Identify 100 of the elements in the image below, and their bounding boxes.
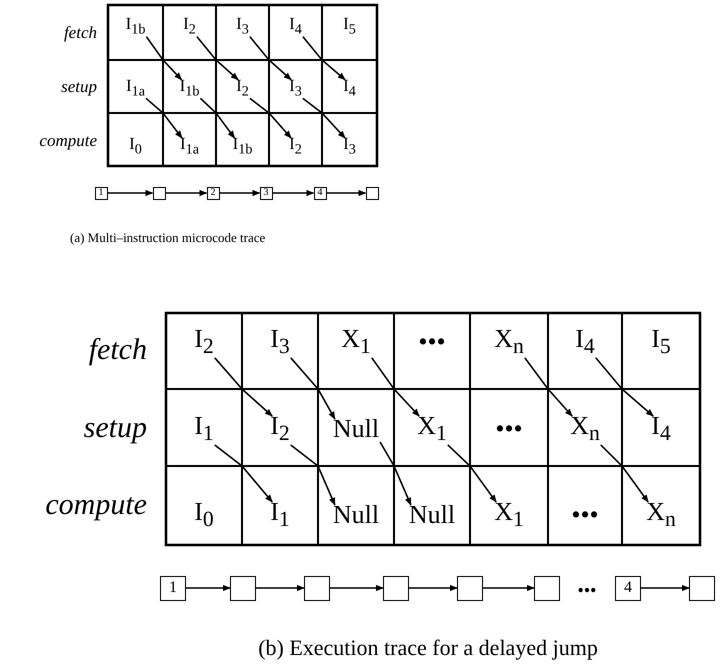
table-cell — [269, 60, 322, 113]
table-cell — [216, 113, 269, 166]
table-cell — [108, 113, 163, 166]
cell-text: ••• — [495, 416, 523, 442]
arrow — [186, 584, 231, 592]
arrow — [200, 98, 236, 139]
cell-text: I$_{0}$ — [129, 135, 142, 157]
table-cell — [394, 466, 470, 545]
table-cell — [394, 389, 470, 466]
cell-text: X$_{1}$ — [417, 413, 447, 445]
cell-text: Null — [408, 502, 456, 528]
table-cell — [548, 466, 622, 545]
table-cell — [548, 313, 622, 389]
table-cell — [470, 466, 548, 545]
cell-text: X$_{n}$ — [646, 499, 676, 531]
table-cell — [470, 389, 548, 466]
table-cell — [622, 466, 700, 545]
arrow — [641, 584, 690, 592]
table-cell — [166, 389, 242, 466]
table-cell — [318, 313, 394, 389]
table-cell — [318, 466, 394, 545]
table-cell — [163, 5, 216, 60]
table-cell — [322, 60, 377, 113]
cell-text: I$_{1a}$ — [126, 76, 146, 98]
cell-text: I$_{2}$ — [270, 413, 290, 445]
step-box — [230, 576, 256, 600]
cell-text: I$_{1b}$ — [126, 15, 146, 37]
cell-text: ••• — [571, 502, 599, 528]
cell-text: I$_{5}$ — [343, 15, 356, 37]
step-box — [152, 186, 166, 200]
table-cell — [242, 313, 318, 389]
table-cell — [269, 5, 322, 60]
table-cell — [166, 466, 242, 545]
table-cell — [622, 389, 700, 466]
arrow — [220, 190, 260, 196]
table-cell — [322, 113, 377, 166]
caption: (b) Execution trace for a delayed jump — [258, 637, 598, 659]
arrow — [272, 190, 314, 196]
step-box — [383, 576, 409, 600]
cell-text: I$_{1}$ — [194, 413, 214, 445]
cell-text: I$_{4}$ — [289, 15, 302, 37]
cell-text: I$_{1}$ — [270, 499, 290, 531]
cell-text: X$_{n}$ — [570, 413, 600, 445]
ellipsis: ••• — [578, 581, 596, 599]
cell-text: I$_{2}$ — [194, 326, 214, 358]
cell-text: I$_{1a}$ — [180, 135, 200, 157]
table-cell — [216, 5, 269, 60]
arrow — [330, 584, 384, 592]
cell-text: I$_{2}$ — [236, 76, 249, 98]
table-cell — [269, 113, 322, 166]
cell-text: I$_{4}$ — [651, 413, 671, 445]
step-number: 4 — [624, 580, 632, 596]
table-cell — [548, 389, 622, 466]
step-box — [160, 576, 186, 600]
step-box — [457, 576, 483, 600]
cell-text: X$_{1}$ — [494, 499, 524, 531]
table-cell — [622, 313, 700, 389]
step-box — [534, 576, 560, 600]
table-cell — [108, 60, 163, 113]
step-box — [304, 576, 330, 600]
cell-text: I$_{1b}$ — [180, 76, 200, 98]
cell-text: I$_{2}$ — [183, 15, 196, 37]
step-number: 1 — [169, 580, 177, 596]
arrow — [256, 584, 305, 592]
cell-text: ••• — [418, 328, 446, 355]
arrow — [326, 190, 366, 196]
cell-text: I$_{3}$ — [343, 135, 356, 157]
step-number: 4 — [318, 188, 322, 198]
row-label: setup — [84, 413, 147, 443]
arrow — [483, 584, 535, 592]
step-number: 2 — [210, 188, 216, 198]
caption: (a) Multi–instruction microcode trace — [70, 230, 266, 244]
step-number: 1 — [98, 188, 104, 198]
cell-text: I$_{4}$ — [575, 326, 595, 358]
arrow — [146, 98, 183, 139]
table-cell — [108, 5, 163, 60]
cell-text: I$_{3}$ — [236, 15, 249, 37]
cell-text: I$_{4}$ — [343, 76, 356, 98]
table-cell — [163, 113, 216, 166]
table-cell — [318, 389, 394, 466]
step-box — [260, 186, 272, 200]
cell-text: I$_{0}$ — [194, 499, 214, 531]
table-cell — [163, 60, 216, 113]
arrow — [409, 584, 458, 592]
step-number: 3 — [264, 188, 268, 198]
step-box — [94, 186, 108, 200]
step-box — [615, 576, 641, 600]
cell-text: I$_{3}$ — [270, 326, 290, 358]
row-label: compute — [39, 132, 97, 148]
row-label: fetch — [88, 335, 147, 365]
cell-text: I$_{1b}$ — [232, 135, 252, 157]
step-box — [206, 186, 220, 200]
row-label: setup — [61, 78, 97, 94]
arrow — [108, 190, 154, 196]
table-cell — [322, 5, 377, 60]
cell-text: Null — [332, 416, 380, 442]
arrow — [249, 98, 292, 139]
arrow — [302, 98, 346, 139]
cell-text: I$_{5}$ — [651, 326, 671, 358]
row-label: compute — [45, 490, 147, 520]
